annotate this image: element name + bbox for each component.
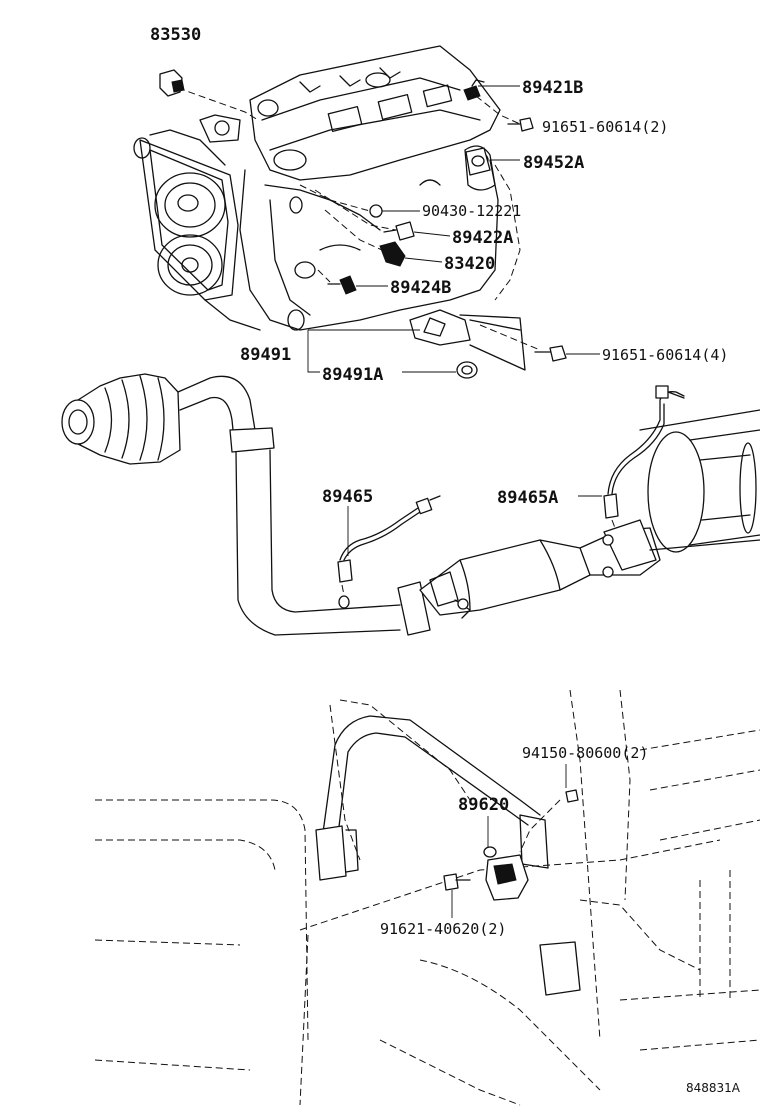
label-83420: 83420 [444, 254, 495, 274]
label-89421B: 89421B [522, 78, 583, 98]
label-91621-40620-2: 91621-40620(2) [380, 920, 506, 938]
exhaust-illustration [61, 373, 760, 636]
figure-reference-number: 848831A [686, 1081, 741, 1095]
label-91651-60614-2: 91651-60614(2) [542, 118, 668, 136]
engine-leaders [177, 85, 600, 373]
label-94150-80600-2: 94150-80600(2) [522, 744, 648, 762]
label-89620: 89620 [458, 795, 509, 815]
label-89424B: 89424B [390, 278, 451, 298]
exhaust-leaders [341, 495, 616, 596]
label-89491A: 89491A [322, 365, 383, 385]
label-89452A: 89452A [523, 153, 584, 173]
label-83530: 83530 [150, 25, 201, 45]
label-89491: 89491 [240, 345, 291, 365]
oxygen-sensors [337, 385, 685, 583]
cabin-leaders [451, 764, 567, 918]
part-labels: 83530 89421B 91651-60614(2) 89452A 90430… [150, 25, 741, 1095]
label-90430-12221: 90430-12221 [422, 202, 521, 220]
engine-block-illustration [133, 45, 526, 379]
label-91651-60614-4: 91651-60614(4) [602, 346, 728, 364]
knock-sensor-parts [443, 789, 579, 901]
label-89465: 89465 [322, 487, 373, 507]
label-89465A: 89465A [497, 488, 558, 508]
firewall-illustration [94, 689, 760, 1106]
label-89422A: 89422A [452, 228, 513, 248]
